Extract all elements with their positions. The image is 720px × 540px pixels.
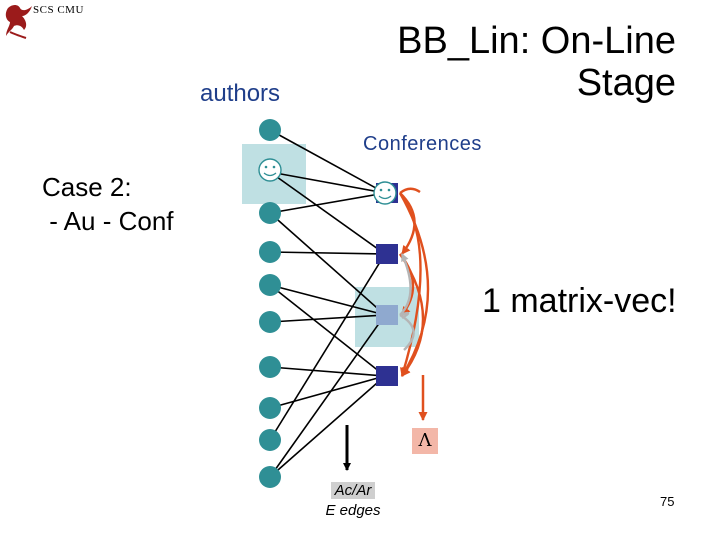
- edge-count-label: Ac/Ar E edges: [318, 481, 388, 521]
- logo-text: SCS CMU: [33, 4, 84, 16]
- edge: [269, 314, 386, 323]
- arc-red: [398, 192, 430, 377]
- edge: [269, 192, 386, 214]
- edge: [269, 284, 386, 377]
- edge: [269, 375, 386, 409]
- matrix-vec-label: 1 matrix-vec!: [482, 282, 677, 320]
- author-node: [259, 119, 281, 141]
- edge: [269, 284, 386, 316]
- arc-red: [399, 192, 416, 255]
- lambda-symbol: Λ: [418, 430, 432, 451]
- arc-gray: [399, 253, 412, 316]
- author-conference-edges: [269, 129, 386, 478]
- edge: [269, 212, 386, 316]
- author-node: [259, 397, 281, 419]
- slide-title: BB_Lin: On-Line Stage: [316, 20, 676, 104]
- author-node: [259, 466, 281, 488]
- author-node: [259, 311, 281, 333]
- author-nodes: [259, 119, 281, 488]
- title-line-2: Stage: [576, 62, 676, 104]
- edge: [269, 251, 386, 255]
- smiley-conference-icon: [373, 181, 397, 205]
- author-node: [259, 274, 281, 296]
- arc-red: [399, 187, 421, 194]
- title-line-1: BB_Lin: On-Line: [397, 20, 676, 62]
- scs-cmu-logo: [2, 2, 36, 47]
- conferences-label: Conferences: [363, 133, 482, 155]
- conference-node: [376, 366, 398, 386]
- edge: [269, 366, 386, 377]
- edge-label-line-1: Ac/Ar: [330, 482, 376, 499]
- lambda-box: [412, 428, 438, 454]
- edge: [269, 375, 386, 478]
- smiley-author-icon: [258, 158, 282, 182]
- edge: [269, 171, 386, 194]
- author-node: [259, 429, 281, 451]
- edge: [269, 171, 386, 255]
- authors-label: authors: [200, 80, 281, 107]
- conference-node: [376, 244, 398, 264]
- dragon-icon: [5, 5, 32, 39]
- conference-arcs: [398, 187, 430, 377]
- edge: [269, 253, 386, 441]
- author-node: [259, 356, 281, 378]
- edge: [269, 314, 386, 478]
- edge-arrowheads: [375, 187, 386, 381]
- page-number: 75: [660, 494, 675, 509]
- conference-node-highlighted: [376, 305, 398, 325]
- case-label: Case 2: - Au - Conf: [42, 172, 174, 236]
- author-node: [259, 241, 281, 263]
- edge-label-line-2: E edges: [325, 502, 381, 519]
- conference-nodes: [376, 183, 398, 386]
- edge: [269, 129, 386, 194]
- author-node: [259, 202, 281, 224]
- arc-gray: [399, 311, 410, 320]
